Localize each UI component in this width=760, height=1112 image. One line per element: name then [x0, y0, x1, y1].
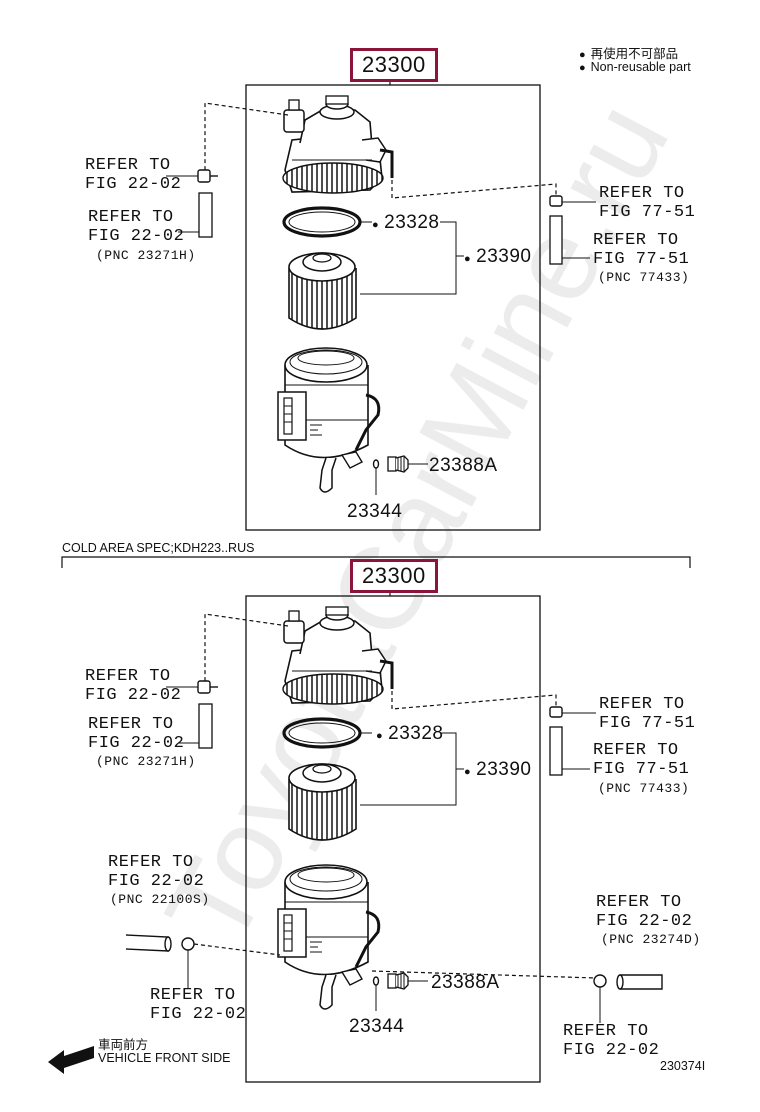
- top-part-23388a: 23388A: [429, 455, 498, 476]
- vehicle-front-en: VEHICLE FRONT SIDE: [98, 1051, 231, 1065]
- top-assembly-label: 23300: [350, 48, 438, 82]
- top-part-23390: 23390: [464, 246, 532, 268]
- top-section: [166, 79, 596, 531]
- illustration-id: 230374I: [660, 1059, 706, 1073]
- top-pnc-left: (PNC 23271H): [96, 248, 196, 263]
- section-label: COLD AREA SPEC;KDH223..RUS: [62, 541, 255, 555]
- bottom-part-23388a: 23388A: [431, 972, 500, 993]
- bottom-pnc-right: (PNC 77433): [598, 781, 690, 796]
- bottom-part-23328: 23328: [376, 723, 444, 745]
- legend-en: Non-reusable part: [579, 60, 691, 74]
- top-pnc-right: (PNC 77433): [598, 270, 690, 285]
- vehicle-front-jp: 車両前方: [98, 1038, 149, 1052]
- bottom-pnc-pipe-left: (PNC 22100S): [110, 892, 210, 907]
- bottom-pnc-pipe-right: (PNC 23274D): [601, 932, 701, 947]
- bottom-section: [125, 590, 663, 1083]
- bottom-part-23344: 23344: [349, 1016, 405, 1037]
- top-part-23344: 23344: [347, 501, 403, 522]
- bottom-assembly-label: 23300: [350, 559, 438, 593]
- bottom-pnc-left: (PNC 23271H): [96, 754, 196, 769]
- legend-jp: 再使用不可部品: [579, 43, 679, 62]
- vehicle-front-arrow: [48, 1046, 94, 1074]
- top-part-23328: 23328: [372, 212, 440, 234]
- bottom-part-23390: 23390: [464, 759, 532, 781]
